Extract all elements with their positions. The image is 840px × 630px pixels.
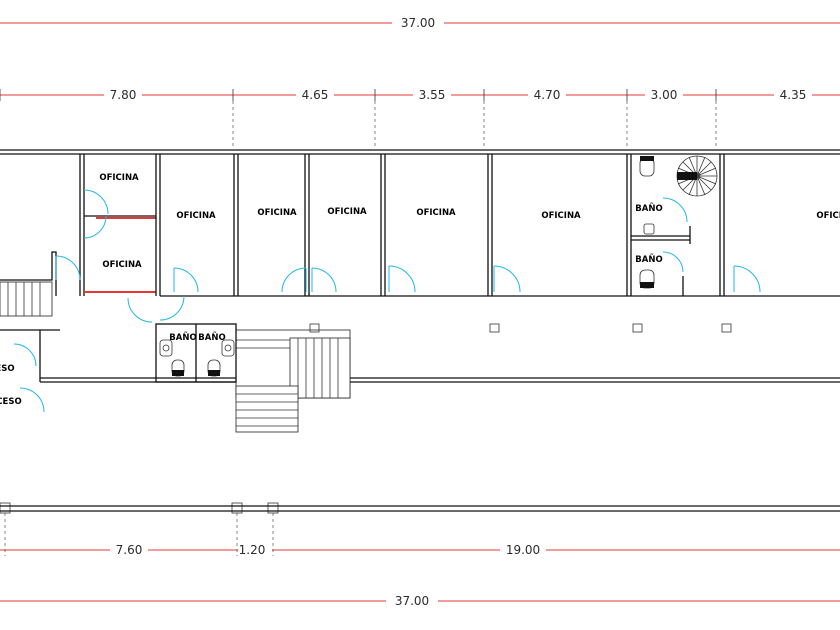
room-label-acceso-1: ESO <box>0 364 15 374</box>
stair-center <box>235 329 351 433</box>
dimension-bottom-3: 19.00 <box>506 543 540 557</box>
stair-left <box>0 281 53 317</box>
dimension-segment-6: 4.35 <box>780 88 807 102</box>
room-label-bano-3: BAÑO <box>169 332 196 343</box>
room-labels: OFICINA OFICINA OFICINA OFICINA OFICINA … <box>0 173 840 407</box>
room-label-oficina-8: OFICINA <box>816 211 840 221</box>
door-swings <box>13 189 761 413</box>
columns <box>0 323 732 514</box>
room-label-oficina-1: OFICINA <box>99 173 139 183</box>
dimension-segment-1: 7.80 <box>110 88 137 102</box>
room-label-oficina-5: OFICINA <box>327 207 367 217</box>
room-label-oficina-7: OFICINA <box>541 211 581 221</box>
dimension-segment-4: 4.70 <box>534 88 561 102</box>
dimension-overall-bottom: 37.00 <box>0 594 840 608</box>
dimension-segment-3: 3.55 <box>419 88 446 102</box>
dimension-overall-top: 37.00 <box>0 16 840 30</box>
room-label-oficina-6: OFICINA <box>416 208 456 218</box>
toilet-icon <box>639 156 655 289</box>
dimension-overall-bottom-label: 37.00 <box>395 594 429 608</box>
dimension-bottom-2: 1.20 <box>239 543 266 557</box>
room-label-acceso-2: CESO <box>0 397 22 407</box>
bathroom-block <box>155 323 237 383</box>
room-label-oficina-4: OFICINA <box>257 208 297 218</box>
dimension-overall-top-label: 37.00 <box>401 16 435 30</box>
room-label-bano-1: BAÑO <box>635 203 662 214</box>
dimension-segment-5: 3.00 <box>651 88 678 102</box>
dimension-bottom-1: 7.60 <box>116 543 143 557</box>
bottom-wall <box>0 505 840 512</box>
dimension-bottom-segments: 7.60 1.20 19.00 <box>0 513 840 557</box>
dimension-segment-2: 4.65 <box>302 88 329 102</box>
spiral-stair-icon <box>676 155 718 197</box>
room-label-bano-2: BAÑO <box>635 254 662 265</box>
room-label-oficina-3: OFICINA <box>176 211 216 221</box>
room-label-oficina-2: OFICINA <box>102 260 142 270</box>
room-label-bano-4: BAÑO <box>198 332 225 343</box>
dimension-top-segments: 7.80 4.65 3.55 4.70 3.00 4.35 <box>0 88 840 148</box>
